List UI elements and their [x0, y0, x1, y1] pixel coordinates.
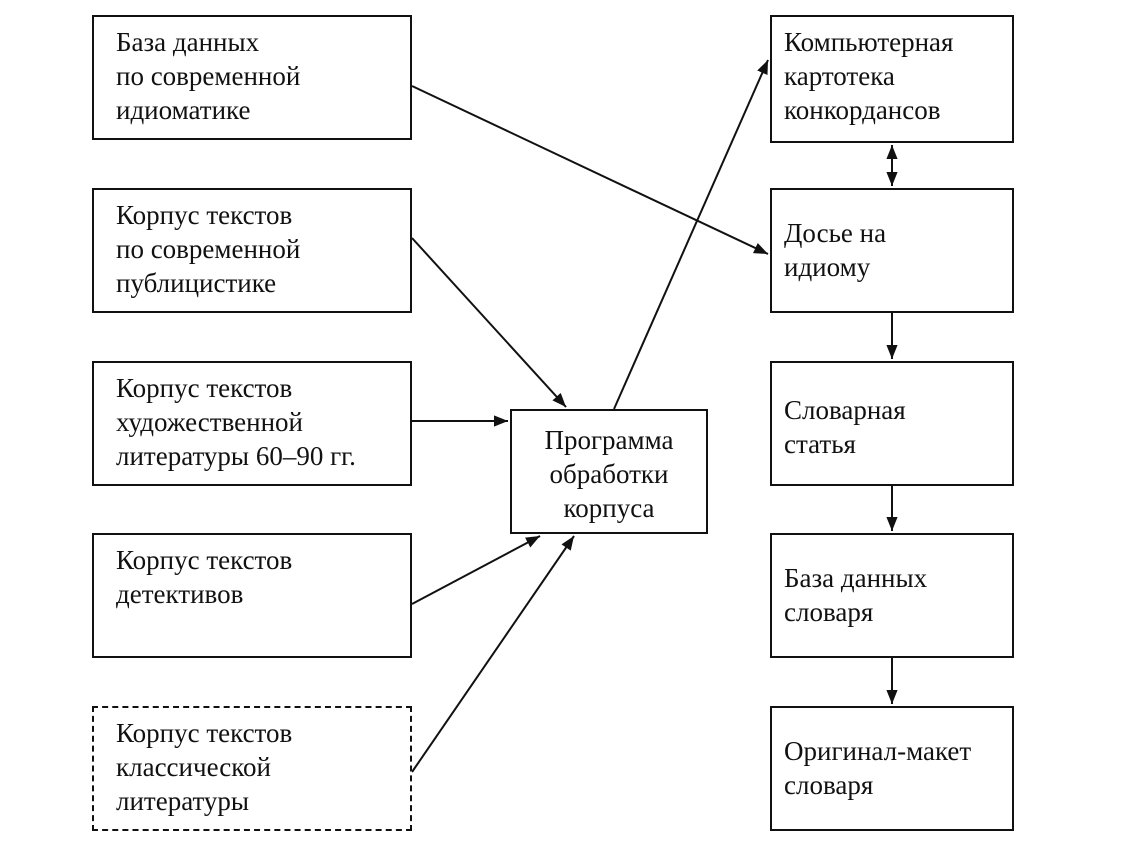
- node-label-line: Корпус текстов: [116, 545, 293, 575]
- arrow-press-to-program: [411, 237, 567, 408]
- node-label-line: Компьютерная: [784, 27, 954, 57]
- node-label-line: по современной: [116, 234, 301, 264]
- node-idiom-database: База данных по современной идиоматике: [92, 15, 412, 140]
- node-label-line: идиому: [784, 252, 871, 282]
- arrow-db-idioms-to-dossier: [411, 85, 769, 255]
- node-corpus-processing-program: Программа обработки корпуса: [510, 409, 708, 534]
- node-label-line: корпуса: [563, 493, 655, 523]
- node-label-line: Программа: [544, 425, 674, 455]
- node-label-line: детективов: [116, 579, 244, 609]
- node-dictionary-database: База данных словаря: [770, 533, 1014, 658]
- node-corpus-fiction: Корпус текстов художественной литературы…: [92, 361, 412, 486]
- node-label-line: литературы 60–90 гг.: [116, 441, 356, 471]
- node-label-line: идиоматике: [116, 95, 251, 125]
- node-camera-ready-layout: Оригинал-макет словаря: [770, 706, 1014, 831]
- node-label-line: классической: [116, 752, 271, 782]
- node-label-line: обработки: [549, 459, 669, 489]
- node-corpus-classic-literature: Корпус текстов классической литературы: [92, 706, 412, 831]
- node-idiom-dossier: Досье на идиому: [770, 188, 1014, 313]
- arrow-detectives-to-program: [411, 535, 541, 605]
- node-label-line: словаря: [784, 770, 874, 800]
- node-label-line: Корпус текстов: [116, 200, 293, 230]
- node-label-line: по современной: [116, 61, 301, 91]
- node-label-line: Словарная: [784, 395, 906, 425]
- node-label-line: словаря: [784, 597, 874, 627]
- node-label-line: Корпус текстов: [116, 718, 293, 748]
- node-label-line: картотека: [784, 61, 895, 91]
- node-label-line: художественной: [116, 407, 303, 437]
- arrow-classic-to-program: [411, 535, 575, 773]
- node-label-line: Досье на: [784, 218, 887, 248]
- node-label-line: конкордансов: [784, 95, 941, 125]
- node-dictionary-entry: Словарная статья: [770, 361, 1014, 486]
- node-label-line: Корпус текстов: [116, 373, 293, 403]
- node-label-line: База данных: [784, 563, 928, 593]
- node-corpus-detectives: Корпус текстов детективов: [92, 533, 412, 658]
- node-label-line: База данных: [116, 27, 260, 57]
- node-concordance-file: Компьютерная картотека конкордансов: [770, 15, 1014, 143]
- node-corpus-journalism: Корпус текстов по современной публицисти…: [92, 188, 412, 313]
- node-label-line: литературы: [116, 786, 250, 816]
- node-label-line: публицистике: [116, 268, 277, 298]
- arrow-program-to-concordances: [613, 59, 769, 410]
- node-label-line: Оригинал-макет: [784, 736, 972, 766]
- node-label-line: статья: [784, 429, 856, 459]
